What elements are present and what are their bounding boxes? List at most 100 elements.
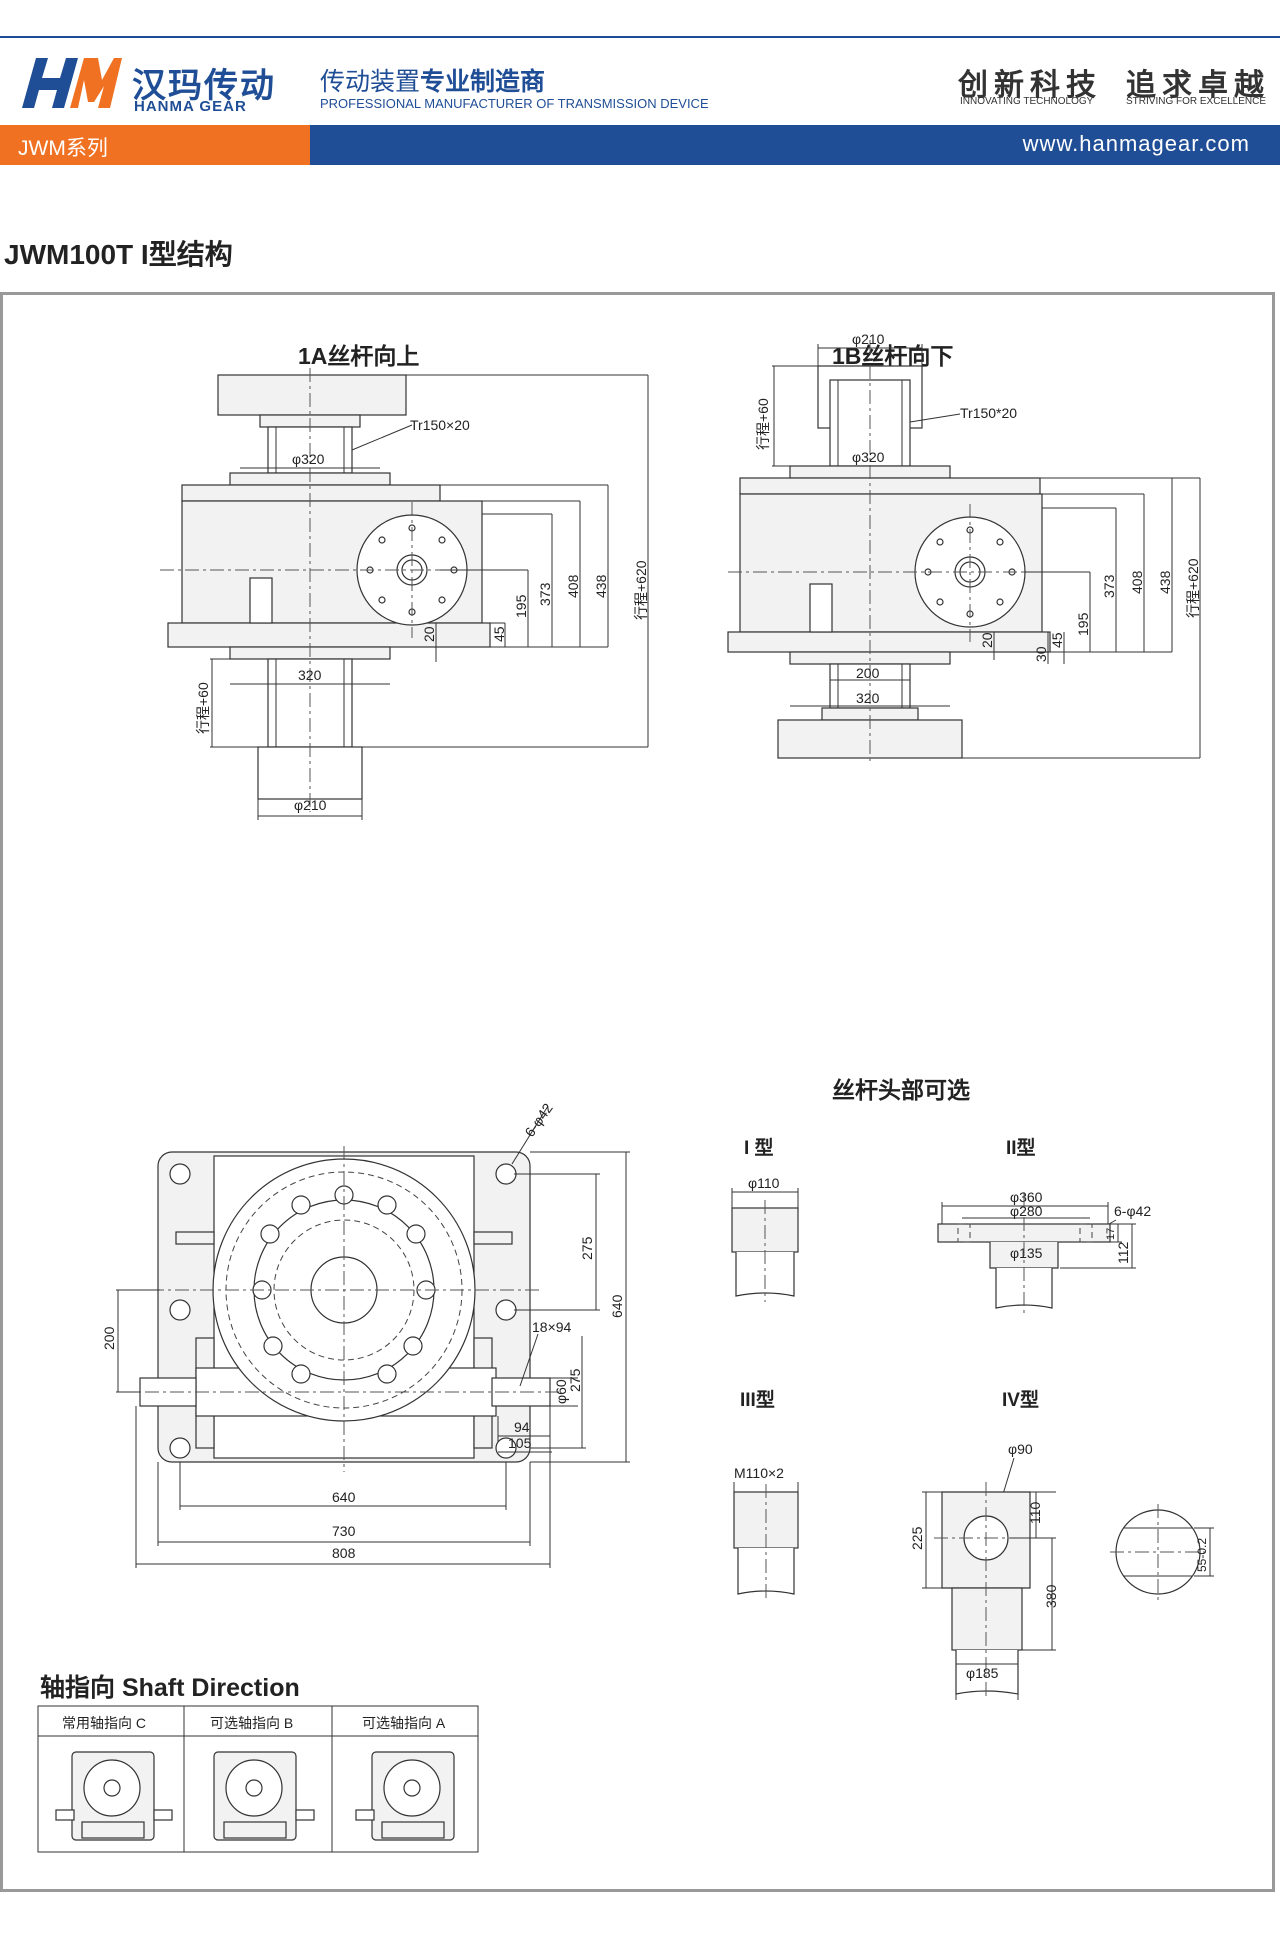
type4-225: 225	[909, 1526, 925, 1550]
1a-dim-373: 373	[537, 582, 553, 606]
slogan-cn: 传动装置专业制造商	[320, 62, 545, 98]
options-title: 丝杆头部可选	[832, 1077, 970, 1103]
website-bar	[310, 125, 1280, 165]
shaft-cell-c[interactable]: 常用轴指向 C	[55, 1715, 173, 1841]
1b-dim-lines	[962, 477, 1201, 759]
view-1a-drawing: 1A丝杆向上 Tr150×20 φ320	[160, 343, 649, 820]
shaft-cell-b[interactable]: 可选轴指向 B	[210, 1715, 315, 1841]
type1-d: φ110	[748, 1175, 780, 1191]
1a-dim-20: 20	[421, 626, 437, 642]
1a-housing-top	[181, 484, 441, 502]
1a-screw-label: Tr150×20	[410, 417, 470, 433]
top-dim-275-b: 275	[567, 1368, 583, 1392]
view-1a-title: 1A丝杆向上	[298, 343, 419, 369]
type2-d280: φ280	[1010, 1203, 1043, 1219]
shaft-cell-a-label: 可选轴指向 A	[362, 1715, 446, 1731]
slogan-en: PROFESSIONAL MANUFACTURER OF TRANSMISSIO…	[320, 96, 709, 111]
slogan-cn-a: 传动装置	[320, 68, 421, 96]
view-1b-drawing: 1B丝杆向下 φ210 行程+60 Tr150*20	[727, 331, 1201, 764]
1a-stroke-60: 行程+60	[195, 682, 211, 734]
1b-dim-45: 45	[1049, 632, 1065, 648]
1b-dim-200: 200	[856, 665, 880, 681]
type1-title: I 型	[744, 1136, 774, 1159]
motto-innovating: 创新科技	[958, 68, 1102, 103]
top-key: 18×94	[532, 1319, 572, 1335]
top-view-drawing: 6-φ42 275 640 200 18×94 φ60 275 94 105 6…	[101, 1100, 630, 1568]
1a-dim-320-bottom: 320	[298, 667, 322, 683]
logo-en: HANMA GEAR	[134, 98, 247, 115]
1a-input-shaft	[249, 577, 273, 624]
type4-neck	[951, 1587, 1023, 1651]
top-dim-105: 105	[508, 1435, 532, 1451]
motto-excellence: 追求卓越	[1126, 68, 1270, 103]
shaft-direction-table	[37, 1705, 479, 1853]
1b-base	[727, 631, 1051, 653]
1a-dim-45: 45	[491, 626, 507, 642]
view-1b-title: 1B丝杆向下	[832, 343, 953, 369]
1a-top-plate	[217, 374, 407, 416]
1a-dim-lines	[362, 374, 649, 748]
1a-d320-top: φ320	[292, 451, 325, 467]
shaft-cell-b-label: 可选轴指向 B	[210, 1715, 293, 1731]
type4-d90: φ90	[1008, 1441, 1033, 1457]
type4-title: IV型	[1002, 1388, 1039, 1411]
type4-d185: φ185	[966, 1665, 999, 1681]
top-dim-94: 94	[514, 1419, 530, 1435]
1a-dim-408: 408	[565, 574, 581, 598]
1b-dim-195: 195	[1075, 612, 1091, 636]
type2-17: 17	[1105, 1228, 1117, 1240]
top-dim-808: 808	[332, 1545, 356, 1561]
1a-stroke-620: 行程+620	[633, 560, 649, 620]
top-dim-200: 200	[101, 1326, 117, 1350]
top-dim-640: 640	[332, 1489, 356, 1505]
1b-dim-320: 320	[856, 690, 880, 706]
shaft-cell-a[interactable]: 可选轴指向 A	[355, 1715, 455, 1841]
1b-dim-373: 373	[1101, 574, 1117, 598]
type2-112: 112	[1115, 1241, 1131, 1264]
1b-dim-438: 438	[1157, 570, 1173, 594]
page-title: JWM100T I型结构	[4, 239, 233, 270]
top-dim-275-a: 275	[579, 1236, 595, 1260]
1b-stroke-620: 行程+620	[1185, 558, 1201, 618]
type2-holes: 6-φ42	[1114, 1203, 1151, 1219]
1b-dim-20: 20	[979, 632, 995, 648]
top-dim-730: 730	[332, 1523, 356, 1539]
technical-drawing-main: .p{fill:#f2f2f2;stroke:#333;stroke-width…	[0, 292, 1275, 1892]
top-d60: φ60	[553, 1379, 569, 1404]
series-bar	[0, 125, 310, 165]
logo-cn: 汉玛传动	[132, 67, 276, 105]
shaft-cell-c-label: 常用轴指向 C	[62, 1715, 146, 1731]
type4-55: 55-0.2	[1195, 1538, 1209, 1572]
series-label: JWM系列	[18, 137, 108, 160]
top-mount-holes	[169, 1163, 517, 1459]
1a-base	[167, 622, 491, 648]
1a-dim-195: 195	[513, 594, 529, 618]
1a-dim-438: 438	[593, 574, 609, 598]
motto-excellence-en: STRIVING FOR EXCELLENCE	[1126, 96, 1267, 107]
1b-screw-label: Tr150*20	[960, 405, 1017, 421]
page-header: 汉玛传动 HANMA GEAR 传动装置专业制造商 PROFESSIONAL M…	[0, 0, 1280, 165]
type2-d135: φ135	[1010, 1245, 1043, 1261]
1a-d210: φ210	[294, 797, 327, 813]
type4-380: 380	[1043, 1584, 1059, 1608]
shaft-direction-title: 轴指向 Shaft Direction	[40, 1674, 300, 1702]
top-holes: 6-φ42	[521, 1100, 556, 1140]
slogan-cn-b: 专业制造商	[420, 68, 546, 96]
top-dim-640-v: 640	[609, 1294, 625, 1318]
1b-dim-30: 30	[1033, 646, 1049, 662]
type3-title: III型	[740, 1388, 775, 1411]
1b-d210: φ210	[852, 331, 885, 347]
screw-head-options: 丝杆头部可选 I 型 φ110 II型 φ360 φ280 6-φ42 φ135…	[731, 1077, 1214, 1700]
type2-d360: φ360	[1010, 1189, 1043, 1205]
1b-stroke-60: 行程+60	[755, 398, 771, 450]
type4-110: 110	[1027, 1501, 1043, 1524]
1b-housing-top	[739, 477, 1041, 495]
1b-input-shaft	[809, 583, 833, 633]
hanma-logo-icon	[22, 58, 122, 108]
type2-title: II型	[1006, 1136, 1036, 1159]
header-top-rule	[0, 36, 1280, 38]
motto-innovating-en: INNOVATING TECHNOLOGY	[960, 96, 1094, 107]
1b-d320: φ320	[852, 449, 885, 465]
top-bolt-circle	[252, 1185, 436, 1384]
website-link[interactable]: www.hanmagear.com	[1022, 131, 1250, 156]
